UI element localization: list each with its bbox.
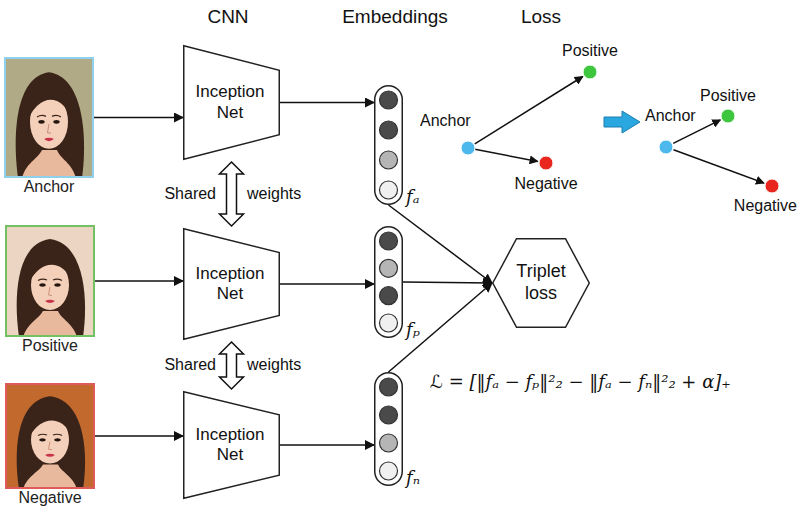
loss-label: Triplet loss: [510, 261, 572, 304]
cnn-trapezoid: Inception Net: [183, 45, 280, 160]
anchor-dot: [659, 140, 673, 154]
photo-caption: Anchor: [24, 178, 75, 196]
transition-arrow: [604, 111, 640, 133]
negative-dot: [539, 156, 553, 170]
shared-weights-label: Shared: [164, 185, 216, 203]
face-illustration: [17, 239, 85, 337]
photo-caption: Negative: [18, 489, 81, 507]
vector-element: [380, 378, 398, 396]
embedding-label: fₙ: [406, 468, 420, 488]
vector-capsule: [375, 373, 403, 486]
vec-outline: [374, 372, 403, 486]
embedding-label: fₚ: [406, 320, 420, 340]
flow-arrow: [280, 444, 374, 446]
shared-weights-label: weights: [247, 185, 301, 203]
input-photo: Positive: [5, 225, 95, 337]
point-label: Positive: [700, 87, 756, 105]
flow-arrow: [403, 282, 492, 283]
flow-arrow: [280, 283, 374, 285]
flow-arrow: [389, 205, 493, 283]
input-photo: Negative: [5, 383, 95, 489]
cnn-trapezoid: Inception Net: [183, 228, 280, 340]
positive-dot: [583, 65, 597, 79]
photo-background: [5, 225, 95, 337]
shared-weights-arrow: [220, 162, 244, 226]
loss-hexagon: Triplet loss: [492, 238, 590, 328]
face-illustration: [17, 396, 85, 489]
point-label: Positive: [562, 42, 618, 60]
network-label: Inception Net: [190, 264, 270, 305]
point-label: Negative: [734, 197, 797, 215]
anchor-dot: [461, 141, 475, 155]
embedding-vector: fₚ: [374, 226, 403, 338]
vector-element: [380, 151, 398, 169]
column-heading: CNN: [207, 6, 248, 28]
trapezoid-shape: [184, 46, 280, 160]
flow-arrow: [95, 280, 183, 282]
vector-element: [380, 181, 398, 199]
face-photo: [4, 57, 94, 178]
vector-element: [380, 287, 398, 305]
vector-element: [380, 314, 398, 332]
flow-arrow: [389, 283, 493, 372]
shared-weights-label: Shared: [164, 356, 216, 374]
point-label: Negative: [514, 175, 577, 193]
embedding-vector: fₙ: [374, 372, 403, 486]
column-heading: Loss: [521, 6, 561, 28]
photo-background: [5, 383, 95, 489]
vec-outline: [374, 85, 403, 205]
shared-weights-label: weights: [247, 356, 301, 374]
point-label: Anchor: [420, 112, 471, 130]
vector-element: [380, 259, 398, 277]
vector-element: [380, 91, 398, 109]
trapezoid-shape: [184, 229, 280, 340]
face-photo: [5, 383, 95, 489]
trapezoid-shape: [184, 392, 280, 499]
distance-arrow: [475, 149, 538, 161]
vec-outline: [374, 226, 403, 338]
vector-element: [380, 462, 398, 480]
vector-element: [380, 121, 398, 139]
vector-capsule: [375, 227, 403, 338]
face-photo: [5, 225, 95, 337]
loss-formula: ℒ = [‖fₐ − fₚ‖²₂ − ‖fₐ − fₙ‖²₂ + α]₊: [430, 372, 731, 393]
network-label: Inception Net: [190, 425, 270, 466]
vector-element: [380, 434, 398, 452]
network-label: Inception Net: [190, 82, 270, 123]
hexagon-shape: [493, 239, 590, 328]
negative-dot: [765, 179, 779, 193]
embedding-vector: fₐ: [374, 85, 403, 205]
embedding-label: fₐ: [406, 187, 419, 207]
flow-arrow: [280, 102, 374, 104]
cnn-trapezoid: Inception Net: [183, 391, 280, 499]
flow-arrow: [95, 435, 183, 437]
vector-capsule: [375, 86, 403, 205]
column-heading: Embeddings: [342, 6, 448, 28]
distance-arrow: [475, 77, 583, 144]
photo-caption: Positive: [22, 337, 78, 355]
point-label: Anchor: [645, 107, 696, 125]
vector-element: [380, 406, 398, 424]
distance-arrow: [674, 150, 765, 183]
vector-element: [380, 232, 398, 250]
face-illustration: [16, 72, 84, 178]
photo-background: [4, 57, 94, 178]
input-photo: Anchor: [4, 57, 94, 178]
positive-dot: [721, 109, 735, 123]
shared-weights-arrow: [220, 342, 244, 389]
flow-arrow: [94, 117, 183, 119]
